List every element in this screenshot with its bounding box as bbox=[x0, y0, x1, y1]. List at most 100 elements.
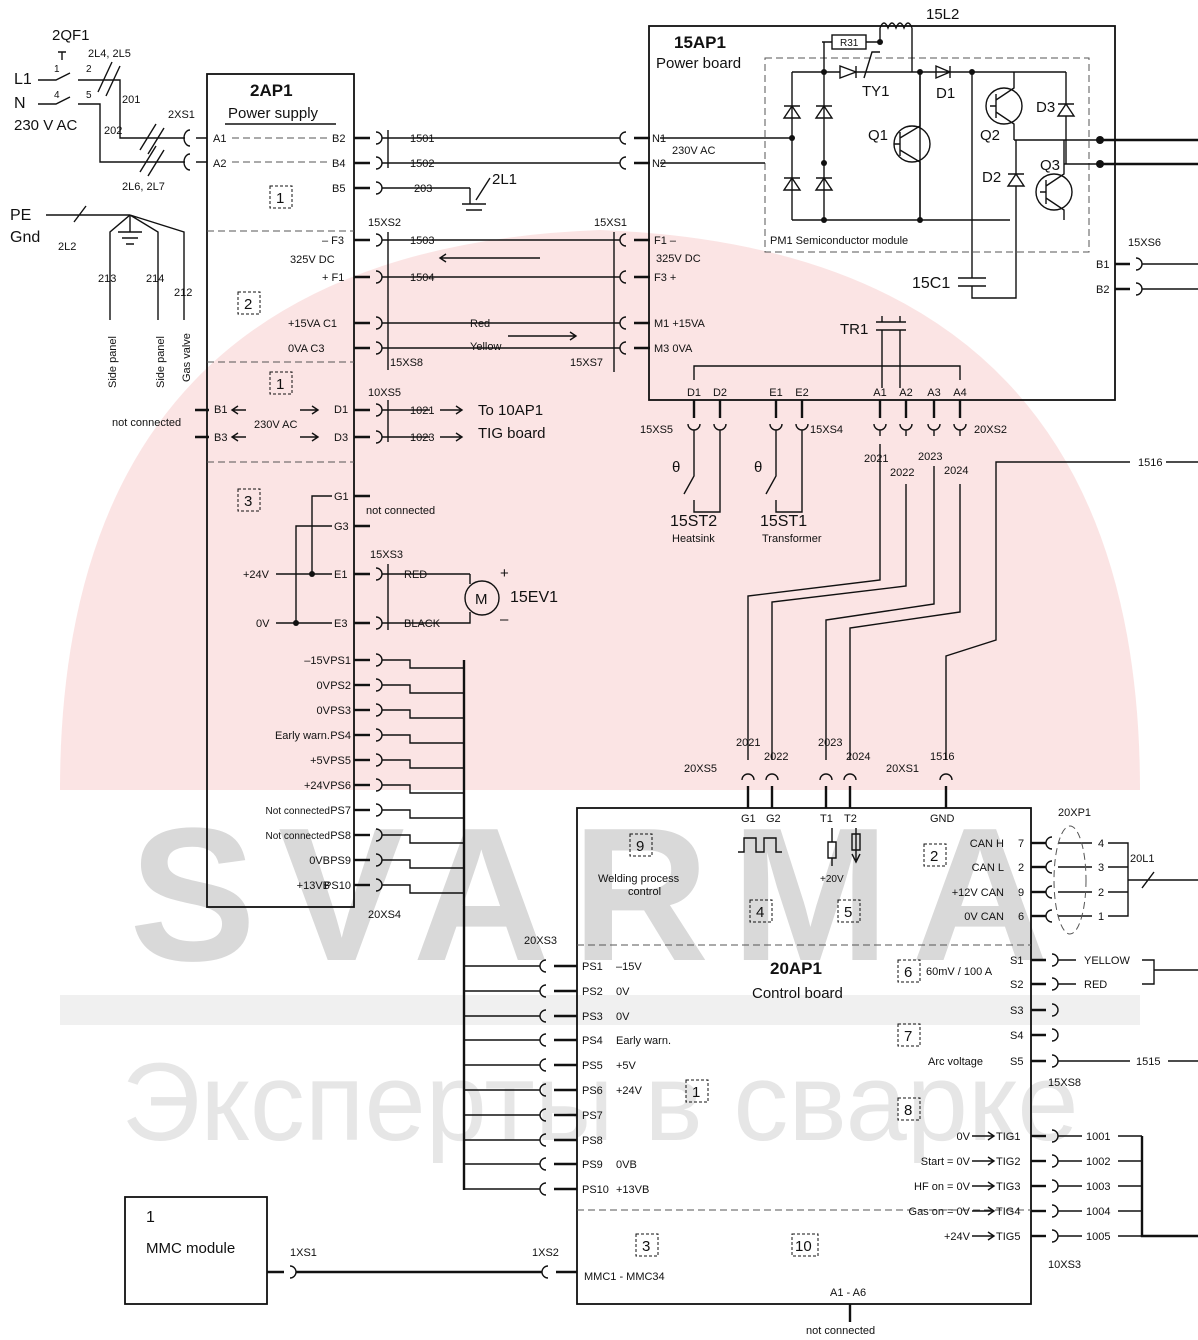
connector-20xp1: 20XP1 bbox=[1058, 807, 1091, 819]
wire-203: 203 bbox=[414, 183, 432, 195]
connector-15xs8-s5: 15XS8 bbox=[1048, 1077, 1081, 1089]
label-q2: Q2 bbox=[980, 127, 1000, 144]
fan-15ev1: 15EV1 bbox=[510, 589, 558, 606]
can-label: +12V CAN bbox=[952, 887, 1004, 899]
wire-1023: 1023 bbox=[410, 432, 434, 444]
ps-label-2ap1: 0VB bbox=[309, 855, 330, 867]
v0-label: 0V bbox=[256, 618, 270, 630]
wire-212: 212 bbox=[174, 287, 192, 299]
ac-230: 230V AC bbox=[254, 419, 297, 431]
pin-s3: S3 bbox=[1010, 1005, 1023, 1017]
tig-wire: 1001 bbox=[1086, 1131, 1110, 1143]
ps-pin-20ap1: PS2 bbox=[582, 986, 603, 998]
pin-e1-15ap1: E1 bbox=[769, 387, 782, 399]
ps-pin-2ap1: PS9 bbox=[330, 855, 351, 867]
ps-pin-2ap1: PS1 bbox=[330, 655, 351, 667]
pin-g2-20: G2 bbox=[766, 813, 781, 825]
can-label: CAN L bbox=[972, 862, 1004, 874]
dc-325-15ap1: 325V DC bbox=[656, 253, 701, 265]
tig-label: 0V bbox=[957, 1131, 971, 1143]
pm1-label: PM1 Semiconductor module bbox=[770, 235, 908, 247]
shunt-yellow: YELLOW bbox=[1084, 955, 1130, 967]
can-pin: 6 bbox=[1018, 911, 1024, 923]
pin-n1: N1 bbox=[652, 133, 666, 145]
filter-2l2: 2L2 bbox=[58, 241, 76, 253]
ps-label-2ap1: 0V bbox=[317, 705, 331, 717]
watermark-slogan: Эксперты в сварке bbox=[121, 1041, 1078, 1164]
2ap1-section-3: 3 bbox=[244, 493, 252, 510]
heatsink-label: Heatsink bbox=[672, 533, 715, 545]
pin-g1: G1 bbox=[334, 491, 349, 503]
pin-g1-20: G1 bbox=[741, 813, 756, 825]
wire-1515: 1515 bbox=[1136, 1056, 1160, 1068]
ps-label-20ap1: 0V bbox=[616, 1011, 630, 1023]
transformer-label: Transformer bbox=[762, 533, 822, 545]
connector-15xs3: 15XS3 bbox=[370, 549, 403, 561]
breaker-label: 2QF1 bbox=[52, 27, 90, 44]
tig-label: +24V bbox=[944, 1231, 971, 1243]
tig-wire: 1005 bbox=[1086, 1231, 1110, 1243]
tig-wire: 1003 bbox=[1086, 1181, 1110, 1193]
motor-minus: – bbox=[500, 611, 509, 628]
pin-d1: D1 bbox=[334, 404, 348, 416]
fan-motor-symbol bbox=[464, 580, 500, 616]
ps-label-2ap1: –15V bbox=[304, 655, 330, 667]
inductor-15l2: 15L2 bbox=[926, 6, 959, 23]
pin-f3: – F3 bbox=[322, 235, 344, 247]
xp-pin: 3 bbox=[1098, 862, 1104, 874]
pin-d1-15ap1: D1 bbox=[687, 387, 701, 399]
pin-d3: D3 bbox=[334, 432, 348, 444]
pin-a1-15ap1: A1 bbox=[873, 387, 886, 399]
ps-pin-20ap1: PS5 bbox=[582, 1060, 603, 1072]
pin-s4: S4 bbox=[1010, 1030, 1023, 1042]
wire-2024-top: 2024 bbox=[944, 465, 968, 477]
mmc-number: 1 bbox=[146, 1209, 155, 1226]
welding-process: Welding process bbox=[598, 873, 680, 885]
inductor-label-2: 2L6, 2L7 bbox=[122, 181, 165, 193]
wire-2023-bot: 2023 bbox=[818, 737, 842, 749]
xp-pin: 2 bbox=[1098, 887, 1104, 899]
connector-10xs3: 10XS3 bbox=[1048, 1259, 1081, 1271]
pin-n2: N2 bbox=[652, 158, 666, 170]
20ap1-section-7: 7 bbox=[904, 1028, 912, 1045]
ps-pin-20ap1: PS4 bbox=[582, 1035, 603, 1047]
pin-b5: B5 bbox=[332, 183, 345, 195]
pin-f1-15ap1: F1 – bbox=[654, 235, 677, 247]
pin-g3: G3 bbox=[334, 521, 349, 533]
wire-1516-bot: 1516 bbox=[930, 751, 954, 763]
2ap1-section-1: 1 bbox=[276, 190, 284, 207]
pin-a3-15ap1: A3 bbox=[927, 387, 940, 399]
theta-st1: θ bbox=[754, 459, 762, 476]
pin-t1-20: T1 bbox=[820, 813, 833, 825]
connector-20xs4: 20XS4 bbox=[368, 909, 401, 921]
pin-s2: S2 bbox=[1010, 979, 1023, 991]
wire-2021-bot: 2021 bbox=[736, 737, 760, 749]
switch-15st2: 15ST2 bbox=[670, 513, 717, 530]
pin-c3: 0VA C3 bbox=[288, 343, 325, 355]
tig-pin: TIG4 bbox=[996, 1206, 1020, 1218]
wire-1021: 1021 bbox=[410, 405, 434, 417]
20ap1-title: 20AP1 bbox=[770, 959, 822, 978]
transistor-q2 bbox=[985, 87, 1023, 125]
wire-1501: 1501 bbox=[410, 133, 434, 145]
mains-input: 2QF1 2L4, 2L5 L1 N 230 V AC 1 2 4 5 201 … bbox=[10, 27, 195, 388]
connector-2xs1: 2XS1 bbox=[168, 109, 195, 121]
shunt-red: RED bbox=[1084, 979, 1107, 991]
20ap1-section-6: 6 bbox=[904, 964, 912, 981]
wire-2022-bot: 2022 bbox=[764, 751, 788, 763]
ps-pin-2ap1: PS5 bbox=[330, 755, 351, 767]
20ap1-subtitle: Control board bbox=[752, 985, 843, 1002]
ps-pin-2ap1: PS3 bbox=[330, 705, 351, 717]
side-panel-2: Side panel bbox=[155, 336, 167, 388]
l1-label: L1 bbox=[14, 71, 32, 88]
20ap1-section-1: 1 bbox=[692, 1084, 700, 1101]
ps-pin-20ap1: PS1 bbox=[582, 961, 603, 973]
pin-b1: B1 bbox=[214, 404, 227, 416]
mmc-module: 1 MMC module 1XS1 bbox=[124, 1196, 542, 1305]
ps-pin-2ap1: PS7 bbox=[330, 805, 351, 817]
pin-gnd-20: GND bbox=[930, 813, 955, 825]
label-q1: Q1 bbox=[868, 127, 888, 144]
ps-label-20ap1: –15V bbox=[616, 961, 642, 973]
